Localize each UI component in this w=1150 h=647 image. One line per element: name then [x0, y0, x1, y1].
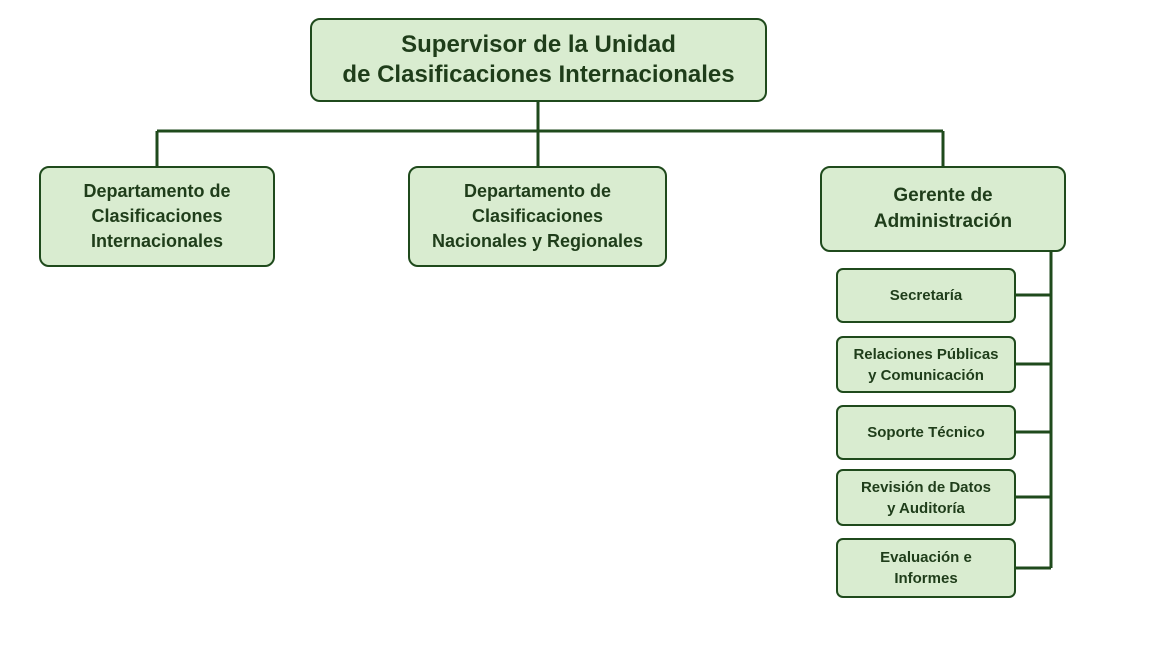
admin-unit-technical-support: Soporte Técnico — [836, 405, 1016, 460]
department-label-national-regional: Departamento de Clasificaciones Nacional… — [431, 181, 644, 251]
administration-manager-label: Gerente de Administración — [873, 185, 1013, 232]
admin-unit-label-data-review-audit: Revisión de Datos y Auditoría — [860, 478, 992, 517]
admin-unit-label-public-relations: Relaciones Públicas y Comunicación — [853, 345, 999, 384]
admin-unit-public-relations: Relaciones Públicas y Comunicación — [836, 336, 1016, 393]
supervisor-node: Supervisor de la Unidad de Clasificacion… — [310, 18, 767, 102]
department-node-international: Departamento de Clasificaciones Internac… — [39, 166, 275, 267]
admin-unit-label-evaluation-reports: Evaluación e Informes — [880, 549, 972, 587]
department-label-international: Departamento de Clasificaciones Internac… — [83, 181, 231, 251]
admin-unit-label-secretaria: Secretaría — [889, 287, 963, 304]
admin-unit-evaluation-reports: Evaluación e Informes — [836, 538, 1016, 598]
supervisor-label: Supervisor de la Unidad de Clasificacion… — [342, 31, 735, 88]
admin-unit-label-technical-support: Soporte Técnico — [867, 424, 985, 441]
admin-unit-secretaria: Secretaría — [836, 268, 1016, 323]
department-node-national-regional: Departamento de Clasificaciones Nacional… — [408, 166, 667, 267]
admin-unit-data-review-audit: Revisión de Datos y Auditoría — [836, 469, 1016, 526]
administration-manager-node: Gerente de Administración — [820, 166, 1066, 252]
